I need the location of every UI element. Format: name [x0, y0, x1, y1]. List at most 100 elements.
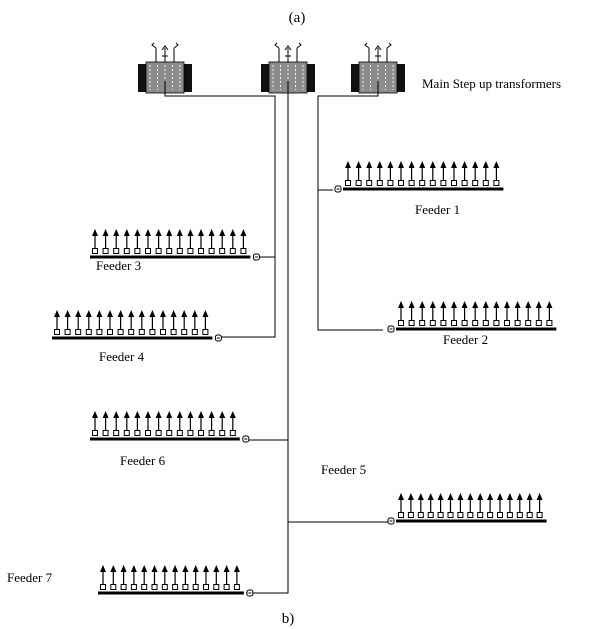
turbine-box [525, 320, 532, 326]
feeder-bus-bar [98, 591, 244, 595]
turbine-arrow [192, 565, 199, 572]
wind-turbine-icon [181, 310, 188, 335]
turbine-box [155, 430, 162, 436]
turbine-box [208, 430, 215, 436]
turbine-arrow [130, 565, 137, 572]
turbine-arrow [240, 229, 247, 236]
turbine-box [102, 430, 109, 436]
wind-turbine-icon [155, 229, 162, 254]
wind-turbine-icon [497, 493, 503, 518]
turbine-box [240, 248, 247, 254]
turbine-arrow [134, 411, 141, 418]
turbine-box [376, 180, 383, 186]
turbine-arrow [203, 565, 209, 572]
wind-turbine-icon [203, 565, 209, 590]
turbine-arrow [208, 411, 215, 418]
turbine-arrow [182, 565, 189, 572]
wind-turbine-icon [366, 161, 373, 186]
turbine-box [172, 584, 179, 590]
wind-turbine-icon [240, 229, 247, 254]
transformers-group [138, 42, 405, 94]
transformer-right [351, 42, 405, 94]
turbine-box [408, 320, 415, 326]
turbine-arrow [398, 493, 404, 500]
turbine-arrow [191, 310, 198, 317]
turbine-box [493, 320, 500, 326]
turbine-box [113, 430, 120, 436]
wind-turbine-icon [160, 310, 166, 335]
wind-turbine-icon [467, 493, 474, 518]
breaker-icon [214, 334, 222, 342]
wind-turbine-icon [155, 411, 162, 436]
turbine-arrow [536, 493, 543, 500]
wire-left-transformer [164, 81, 276, 338]
wind-turbine-icon [75, 310, 82, 335]
wind-turbine-icon [85, 310, 92, 335]
turbine-box [419, 180, 426, 186]
turbine-box [504, 320, 510, 326]
turbine-box [176, 430, 183, 436]
wind-turbine-icon [535, 301, 542, 326]
breaker-icon [252, 253, 260, 261]
wind-turbine-icon [398, 161, 404, 186]
turbine-box [366, 180, 373, 186]
wind-turbine-icon [447, 493, 454, 518]
wind-turbine-icon [345, 161, 351, 186]
turbine-box [487, 512, 494, 518]
wind-turbine-icon [223, 565, 230, 590]
wind-turbine-icon [472, 161, 479, 186]
turbine-arrow [181, 310, 188, 317]
feeder-1-label: Feeder 1 [415, 202, 460, 217]
turbine-box [387, 180, 394, 186]
turbine-arrow [408, 301, 415, 308]
wind-turbine-icon [166, 411, 173, 436]
wind-turbine-icon [506, 493, 513, 518]
wind-turbine-icon [398, 493, 404, 518]
wind-turbine-icon [429, 301, 436, 326]
turbine-arrow [120, 565, 127, 572]
wind-turbine-icon [451, 161, 457, 186]
top-caption: (a) [289, 10, 306, 26]
wind-turbine-icon [461, 161, 468, 186]
turbine-box [398, 180, 404, 186]
turbine-arrow [429, 161, 436, 168]
turbine-arrow [376, 161, 383, 168]
turbine-arrow [170, 310, 177, 317]
turbine-box [203, 584, 209, 590]
wind-turbine-icon [113, 229, 120, 254]
wind-turbine-icon [419, 301, 426, 326]
wind-turbine-icon [123, 411, 130, 436]
turbine-arrow [96, 310, 103, 317]
turbine-box [506, 512, 513, 518]
turbine-arrow [467, 493, 474, 500]
turbine-arrow [213, 565, 220, 572]
wind-turbine-icon [482, 161, 489, 186]
turbine-arrow [440, 301, 447, 308]
turbine-arrow [172, 565, 179, 572]
wind-turbine-icon [198, 411, 204, 436]
turbine-box [398, 512, 404, 518]
wind-turbine-icon [408, 301, 415, 326]
turbine-box [440, 320, 447, 326]
wind-turbine-icon [145, 411, 151, 436]
turbine-box [166, 248, 173, 254]
feeder-bus-bar [52, 336, 213, 340]
turbine-box [497, 512, 503, 518]
wind-turbine-icon [229, 229, 236, 254]
turbine-arrow [516, 493, 523, 500]
wind-turbine-icon [493, 301, 500, 326]
turbine-arrow [506, 493, 513, 500]
lightning-icon [364, 42, 370, 49]
feeder-5 [387, 493, 547, 525]
wind-turbine-icon [487, 493, 494, 518]
turbine-box [130, 584, 137, 590]
turbine-arrow [477, 493, 484, 500]
wind-turbine-icon [192, 565, 199, 590]
bushing-arrow-icon [161, 45, 169, 51]
turbine-box [536, 512, 543, 518]
turbine-arrow [161, 565, 168, 572]
wind-turbine-icon [376, 161, 383, 186]
turbine-arrow [229, 229, 236, 236]
turbine-arrow [145, 229, 151, 236]
wind-turbine-icon [182, 565, 189, 590]
